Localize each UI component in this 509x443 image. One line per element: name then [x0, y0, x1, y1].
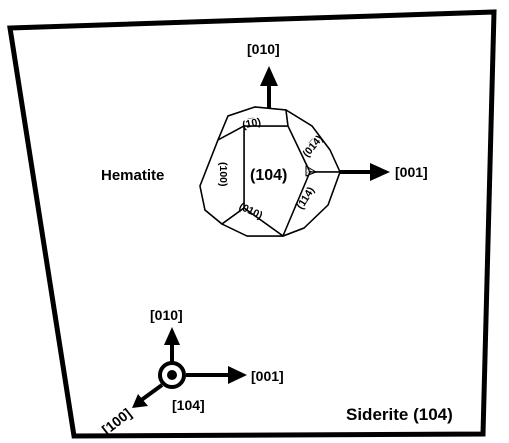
- substrate-axis-100: [132, 383, 164, 408]
- face-010: [221, 207, 284, 237]
- siderite-label: Siderite (104): [346, 405, 453, 424]
- substrate-axis-010: [164, 327, 180, 362]
- substrate-axis-104-dot: [158, 361, 186, 389]
- substrate-axis-001-label: [001]: [251, 368, 284, 384]
- hematite-crystal: [199, 106, 341, 237]
- substrate-axis-104-label: [104]: [172, 397, 205, 413]
- hatched-facet: [305, 165, 317, 177]
- main-face-label: (104): [250, 167, 287, 184]
- hematite-label: Hematite: [101, 167, 164, 184]
- face--114: [282, 171, 341, 237]
- hematite-axis-010: [260, 66, 278, 112]
- face-label-top-left: (1̅0): [241, 116, 262, 132]
- face-label-left: (100): [217, 162, 229, 187]
- hematite-axis-010-label: [010]: [247, 41, 280, 57]
- hematite-axis-001-label: [001]: [395, 164, 428, 180]
- hematite-axis-001: [340, 163, 390, 181]
- substrate-axis-010-label: [010]: [150, 307, 183, 323]
- substrate-axis-001: [186, 366, 247, 384]
